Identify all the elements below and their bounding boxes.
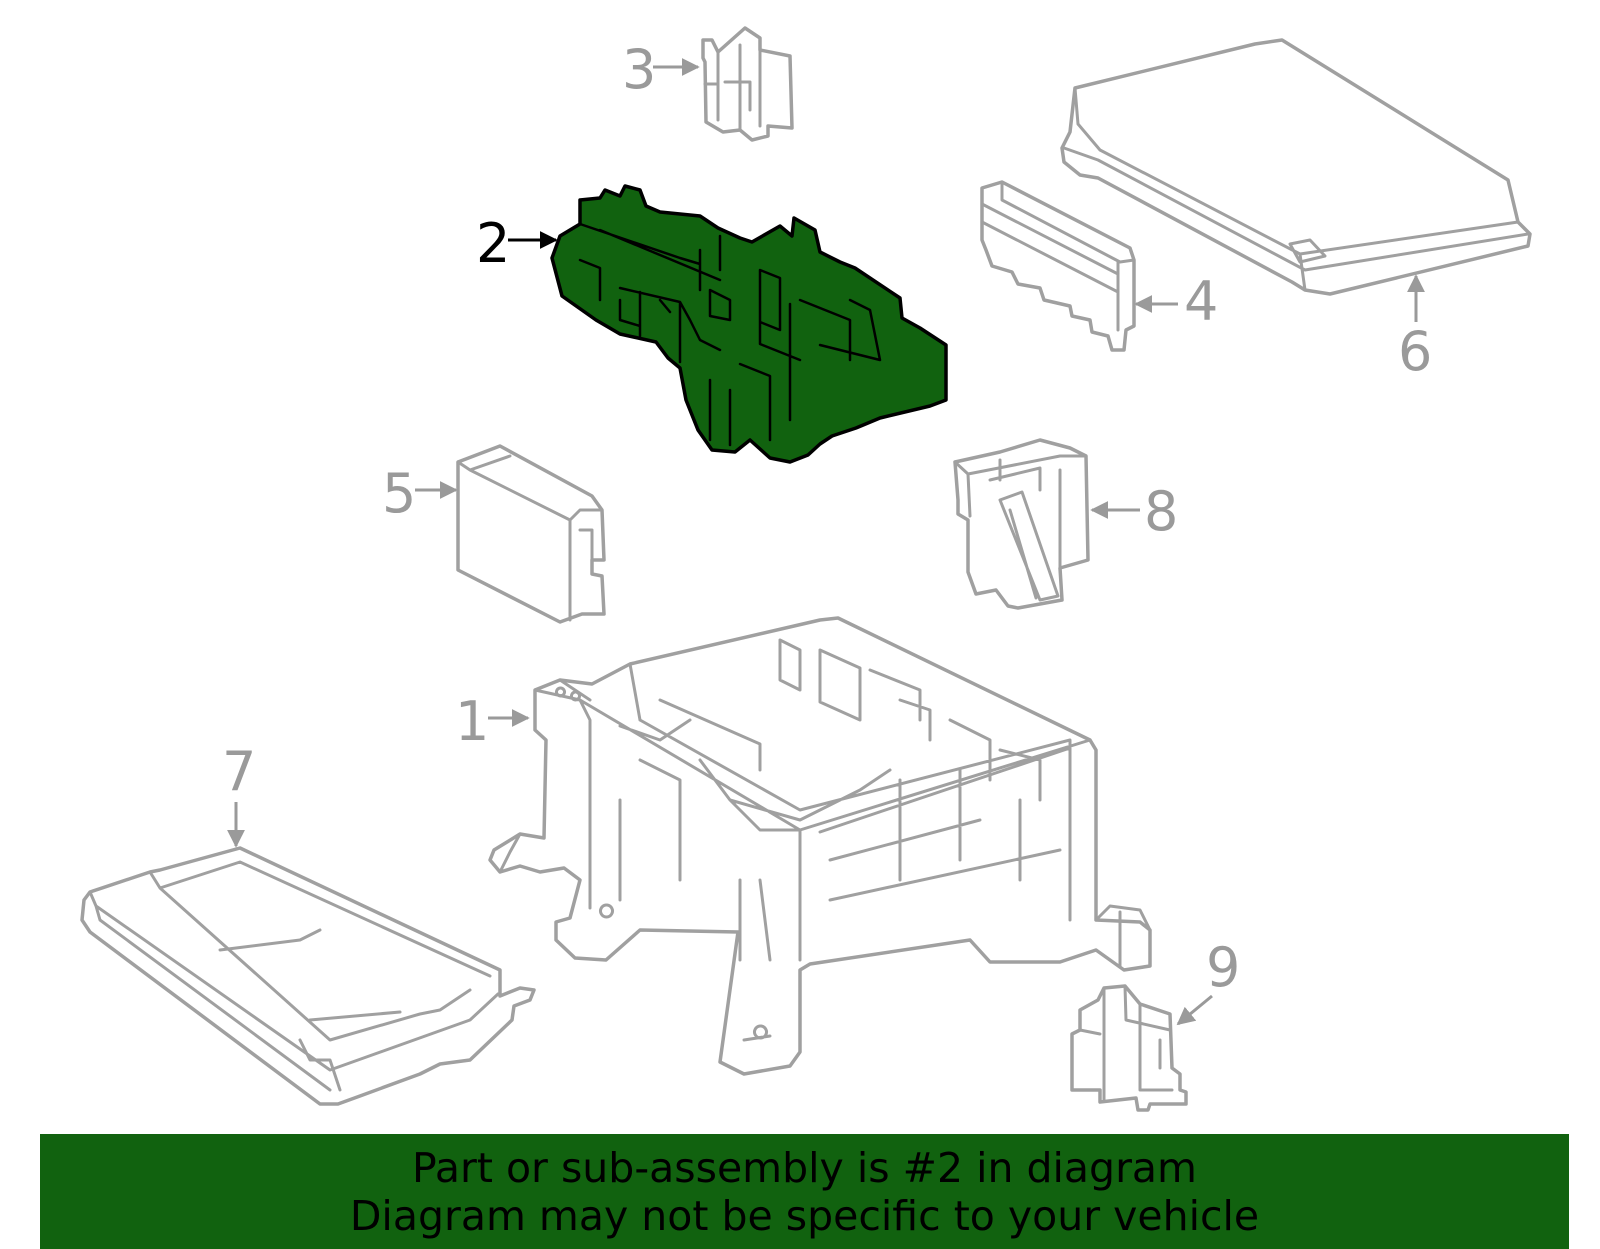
part-5-module <box>456 444 606 624</box>
part-8-connector-housing <box>953 438 1090 610</box>
part-4-fuse-strip <box>980 180 1136 352</box>
callout-9: 9 <box>1206 936 1240 999</box>
part-2-relay-block <box>550 184 948 464</box>
banner-line-1: Part or sub-assembly is #2 in diagram <box>412 1144 1197 1192</box>
info-banner: Part or sub-assembly is #2 in diagram Di… <box>40 1134 1569 1249</box>
callout-2: 2 <box>476 212 510 275</box>
callout-6: 6 <box>1398 320 1432 383</box>
part-3-connector <box>701 26 794 142</box>
callout-3: 3 <box>622 38 656 101</box>
part-1-fuse-box <box>488 616 1152 1076</box>
callout-8: 8 <box>1144 480 1178 543</box>
callout-arrow-9 <box>1176 994 1213 1026</box>
part-6-cover <box>1060 38 1532 296</box>
part-7-tray <box>80 846 536 1106</box>
callout-5: 5 <box>382 462 416 525</box>
callout-4: 4 <box>1184 270 1218 333</box>
callout-7: 7 <box>222 740 256 803</box>
part-9-bracket <box>1070 984 1188 1112</box>
banner-line-2: Diagram may not be specific to your vehi… <box>349 1192 1260 1240</box>
callout-1: 1 <box>455 690 489 753</box>
